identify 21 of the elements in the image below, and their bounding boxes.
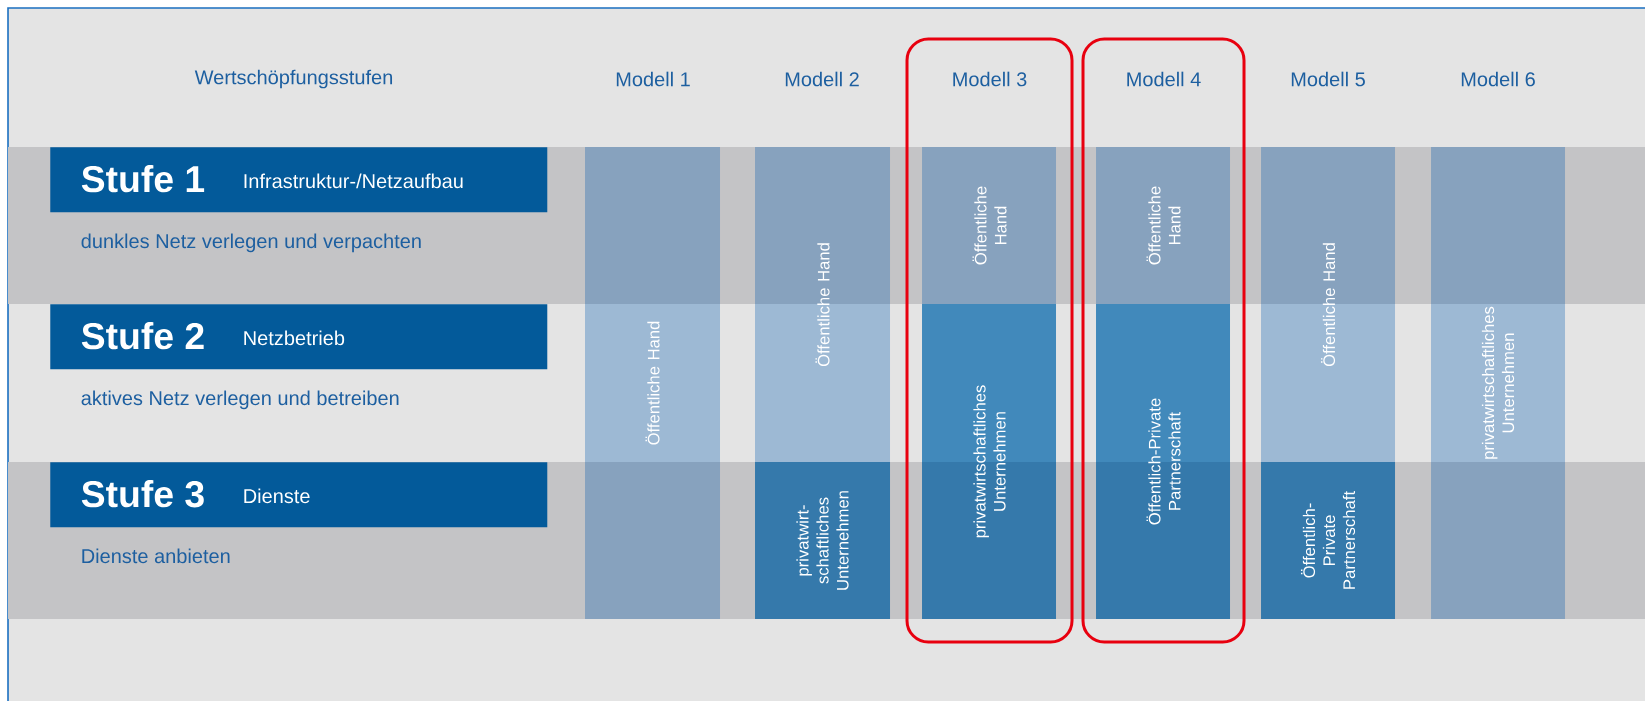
stage-description: aktives Netz verlegen und betreiben xyxy=(81,390,399,410)
role-bar: Öffentliche Hand xyxy=(1261,147,1395,462)
column-header: Modell 2 xyxy=(785,71,859,87)
stage-box: Stufe 2 Netzbetrieb xyxy=(50,304,548,370)
role-bar: Öffentlich-Private Partnerschaft xyxy=(1261,462,1395,619)
column-header: Modell 1 xyxy=(616,71,690,87)
role-bar: Öffentliche Hand xyxy=(1096,147,1230,304)
stage-box: Stufe 1 Infrastruktur-/Netzaufbau xyxy=(50,147,548,213)
role-bar: Öffentliche Hand xyxy=(755,147,890,462)
role-bar: Öffentliche Hand xyxy=(922,147,1056,304)
role-bar: privatwirtschaftliches Unternehmen xyxy=(922,304,1056,619)
role-bar: Öffentlich-Private Partnerschaft xyxy=(1096,304,1230,619)
column-header: Modell 6 xyxy=(1461,71,1535,87)
column-header: Modell 5 xyxy=(1291,71,1365,87)
column-header: Wertschöpfungsstufen xyxy=(194,69,392,89)
stage-box: Stufe 3 Dienste xyxy=(50,462,548,528)
stage-description: Dienste anbieten xyxy=(82,548,230,564)
role-bar: privatwirt-schaftliches Unternehmen xyxy=(755,462,890,619)
role-bar: Öffentliche Hand xyxy=(585,147,720,619)
role-bar: privatwirtschaftliches Unternehmen xyxy=(1431,147,1565,619)
stage-description: dunkles Netz verlegen und verpachten xyxy=(81,233,421,253)
